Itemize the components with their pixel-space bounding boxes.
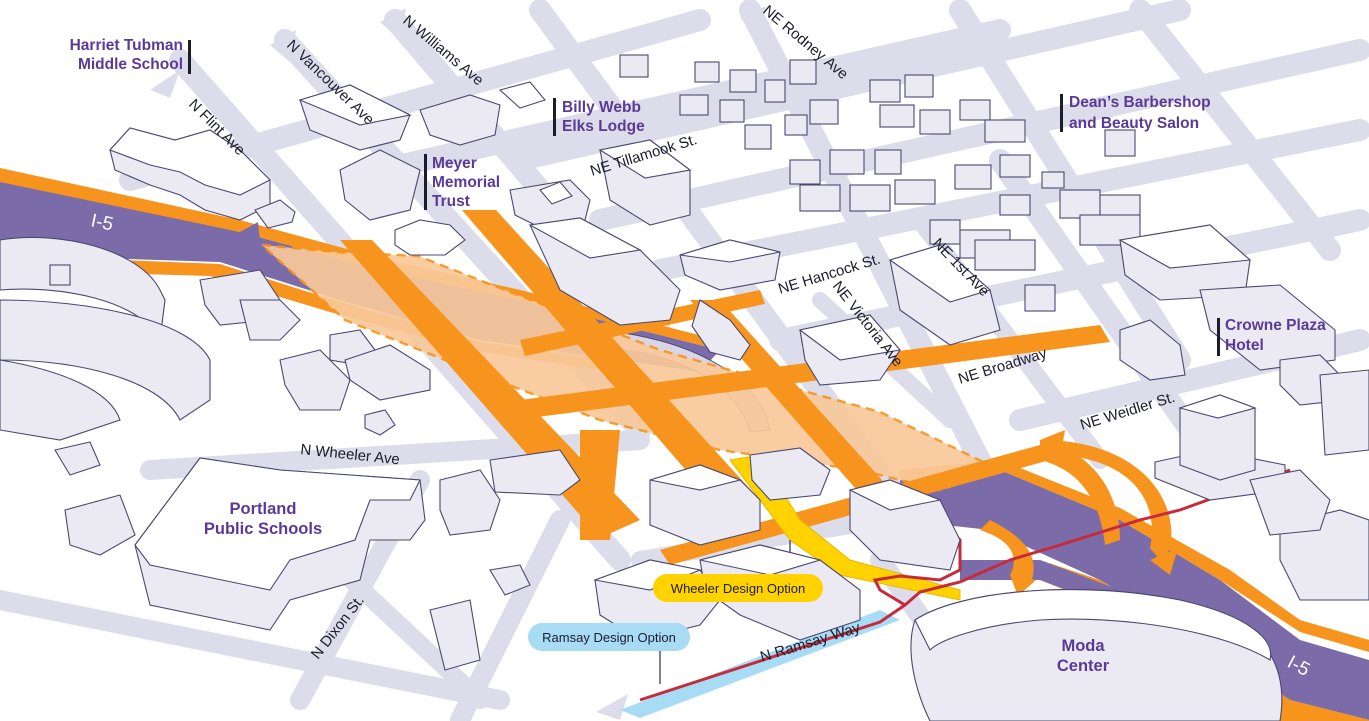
road-end-arrow-dixon bbox=[596, 694, 628, 720]
street-label-dixon: N Dixon St. bbox=[308, 592, 368, 662]
meyer-label-line2: Memorial bbox=[432, 174, 500, 191]
ramp-arrow-1 bbox=[1040, 430, 1065, 458]
ramp-arrow-2 bbox=[1150, 548, 1178, 575]
crowne-label-line2: Hotel bbox=[1225, 337, 1264, 354]
road-end-arrow-flint bbox=[150, 70, 180, 98]
red-route bbox=[639, 468, 1291, 702]
wheeler-option-label: Wheeler Design Option bbox=[671, 581, 805, 596]
buildings bbox=[0, 54, 1369, 721]
i5-arrow-west bbox=[222, 222, 262, 260]
meyer-label-line3: Trust bbox=[432, 193, 470, 210]
pps-label-line1: Portland bbox=[230, 500, 297, 518]
deans-marker bbox=[1060, 94, 1063, 132]
landmark-labels: Harriet Tubman Middle School Billy Webb … bbox=[70, 37, 1327, 675]
moda-label-line1: Moda bbox=[1061, 637, 1105, 655]
ramsay-option-pill: Ramsay Design Option bbox=[528, 623, 690, 651]
veterans-memorial-coliseum bbox=[0, 236, 211, 441]
portland-public-schools-building bbox=[134, 457, 426, 631]
ramp-arrow-3 bbox=[1010, 575, 1036, 596]
road-end-arrow-williams bbox=[380, 8, 406, 40]
deans-label-line1: Dean’s Barbershop bbox=[1069, 94, 1211, 111]
wheeler-option-pill: Wheeler Design Option bbox=[653, 574, 823, 602]
moda-label-line2: Center bbox=[1057, 657, 1110, 675]
meyer-marker bbox=[424, 154, 427, 210]
pps-label-line2: Public Schools bbox=[204, 520, 322, 538]
elks-marker bbox=[553, 98, 556, 136]
road-end-arrow-rodney bbox=[740, 6, 766, 36]
tubman-label-line2: Middle School bbox=[78, 56, 183, 73]
meyer-label-line1: Meyer bbox=[432, 155, 477, 172]
ramsay-option-label: Ramsay Design Option bbox=[542, 630, 676, 645]
elks-label-line1: Billy Webb bbox=[562, 99, 641, 116]
deans-label-line2: and Beauty Salon bbox=[1069, 115, 1199, 132]
tubman-marker bbox=[188, 40, 191, 74]
crowne-label-line1: Crowne Plaza bbox=[1225, 317, 1326, 334]
elks-label-line2: Elks Lodge bbox=[562, 118, 645, 135]
tubman-label-line1: Harriet Tubman bbox=[70, 37, 183, 54]
moda-center-building bbox=[910, 589, 1283, 721]
williams-cover-street bbox=[462, 210, 760, 510]
cover-link-2 bbox=[580, 430, 620, 540]
i5-label-west: I-5 bbox=[89, 210, 115, 235]
crowne-marker bbox=[1217, 318, 1220, 356]
street-label-hancock: NE Hancock St. bbox=[776, 251, 882, 298]
road-end-arrow-vancouver bbox=[270, 30, 296, 62]
